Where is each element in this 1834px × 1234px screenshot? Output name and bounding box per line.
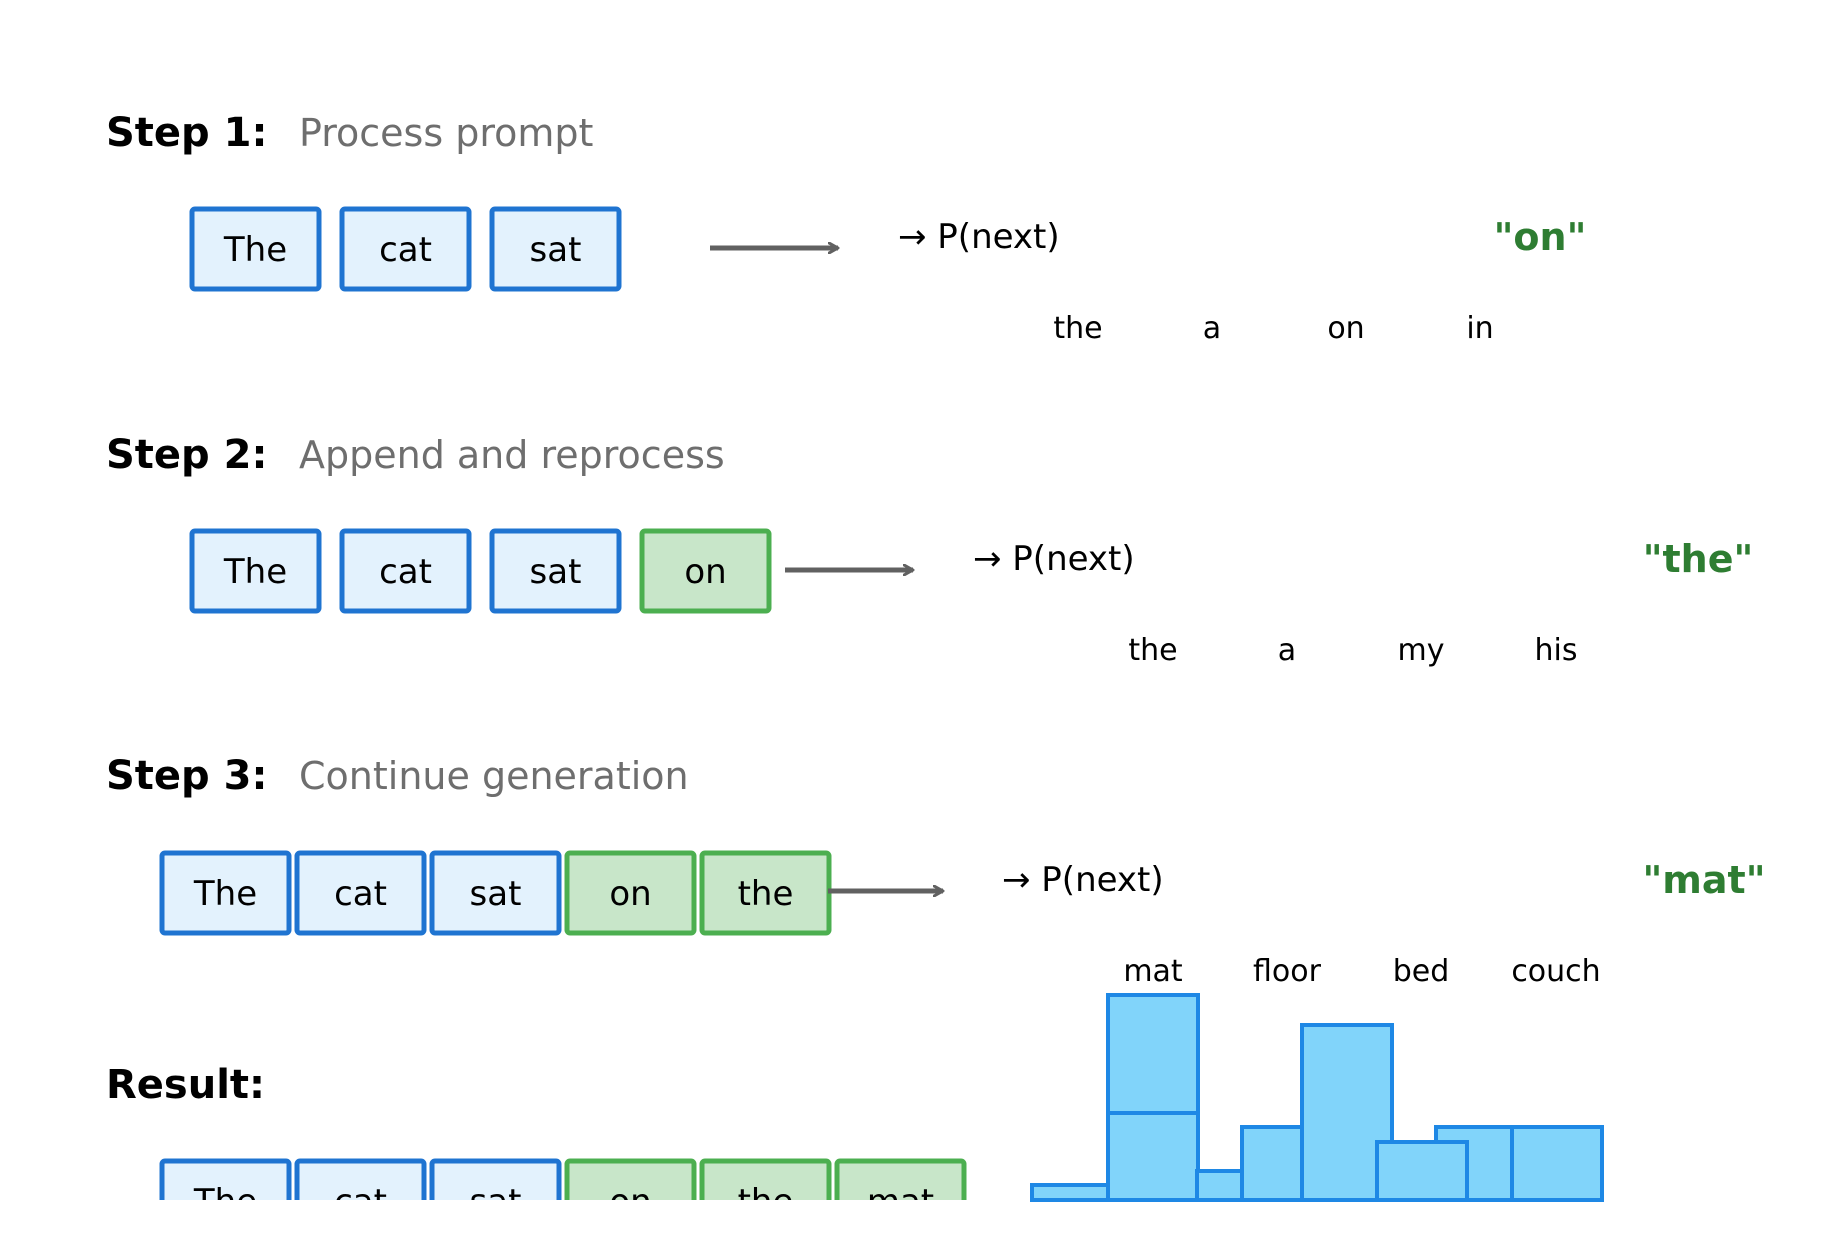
token-text: The: [223, 230, 287, 270]
generated-token-box: [834, 1158, 967, 1200]
token-text: The: [193, 874, 257, 914]
prompt-token-box: [189, 206, 322, 292]
token-text: on: [609, 1182, 651, 1222]
probability-bar: [1195, 1169, 1245, 1202]
prompt-token-box: [189, 528, 322, 614]
step-1-candidate: in: [1466, 311, 1493, 346]
step-3-candidate: couch: [1511, 954, 1600, 989]
prompt-token-box: [429, 850, 562, 936]
prompt-token-box: [339, 206, 472, 292]
step-2-pnext: → P(next): [973, 539, 1135, 579]
step-1-candidate: on: [1327, 311, 1364, 346]
probability-bar: [1106, 1111, 1200, 1202]
step-2-candidate: his: [1535, 633, 1578, 668]
step-1-pnext: → P(next): [898, 217, 1060, 257]
generated-token-box: [699, 1158, 832, 1200]
token-text: The: [193, 1182, 257, 1222]
token-text: cat: [379, 230, 432, 270]
token-text: sat: [470, 874, 522, 914]
result-label: Result:: [106, 1062, 265, 1108]
step-3-pick: "mat": [1643, 858, 1766, 902]
result-tokens: The cat sat on the mat: [159, 1158, 967, 1222]
token-text: sat: [530, 230, 582, 270]
step-2-candidate: a: [1278, 633, 1296, 668]
prompt-token-box: [429, 1158, 562, 1200]
step-1: Step 1: Process prompt The cat sat → P(nex…: [106, 110, 1586, 346]
step-3-label: Step 3:: [106, 753, 267, 799]
probability-bar: [1375, 1140, 1469, 1202]
step-2-label: Step 2:: [106, 432, 267, 478]
token-text: The: [223, 552, 287, 592]
token-text: cat: [334, 1182, 387, 1222]
step-3-description: Continue generation: [299, 754, 689, 798]
step-3-candidate: floor: [1253, 954, 1322, 989]
step-1-candidates: the a on in: [1053, 311, 1493, 346]
step-2-candidate: the: [1128, 633, 1177, 668]
step-1-candidate: the: [1053, 311, 1102, 346]
prompt-token-box: [294, 1158, 427, 1200]
probability-bar: [1030, 1183, 1111, 1202]
token-text: the: [738, 874, 794, 914]
token-text: on: [609, 874, 651, 914]
step-2: Step 2: Append and reprocess The cat sat on…: [106, 432, 1753, 668]
generated-token-box: [564, 1158, 697, 1200]
step-2-tokens: The cat sat on: [189, 528, 772, 614]
token-text: cat: [334, 874, 387, 914]
step-2-candidates: the a my his: [1128, 633, 1577, 668]
step-2-description: Append and reprocess: [299, 433, 725, 477]
step-3-pnext: → P(next): [1002, 860, 1164, 900]
prompt-token-box: [159, 1158, 292, 1200]
token-text: mat: [867, 1182, 934, 1222]
prompt-token-box: [339, 528, 472, 614]
prompt-token-box: [159, 850, 292, 936]
token-text: cat: [379, 552, 432, 592]
prompt-token-box: [489, 206, 622, 292]
step-2-pick: "the": [1643, 537, 1754, 581]
result: Result: The cat sat on the mat: [106, 1062, 967, 1222]
token-text: the: [738, 1182, 794, 1222]
token-text: on: [684, 552, 726, 592]
step-3: Step 3: Continue generation The cat sat on t…: [106, 753, 1766, 1202]
step-1-candidate: a: [1203, 311, 1221, 346]
step-3-candidates: mat floor bed couch: [1123, 954, 1600, 989]
step-3-candidate: mat: [1123, 954, 1183, 989]
step-3-tokens: The cat sat on the: [159, 850, 832, 936]
probability-bar: [1510, 1125, 1604, 1202]
probability-bars: [1030, 993, 1604, 1202]
step-1-label: Step 1:: [106, 110, 267, 156]
prompt-token-box: [489, 528, 622, 614]
step-3-candidate: bed: [1393, 954, 1450, 989]
step-1-pick: "on": [1494, 215, 1587, 259]
generated-token-box: [639, 528, 772, 614]
generated-token-box: [564, 850, 697, 936]
token-text: sat: [470, 1182, 522, 1222]
token-text: sat: [530, 552, 582, 592]
step-2-candidate: my: [1398, 633, 1445, 668]
step-1-description: Process prompt: [299, 111, 593, 155]
prompt-token-box: [294, 850, 427, 936]
step-1-tokens: The cat sat: [189, 206, 622, 292]
